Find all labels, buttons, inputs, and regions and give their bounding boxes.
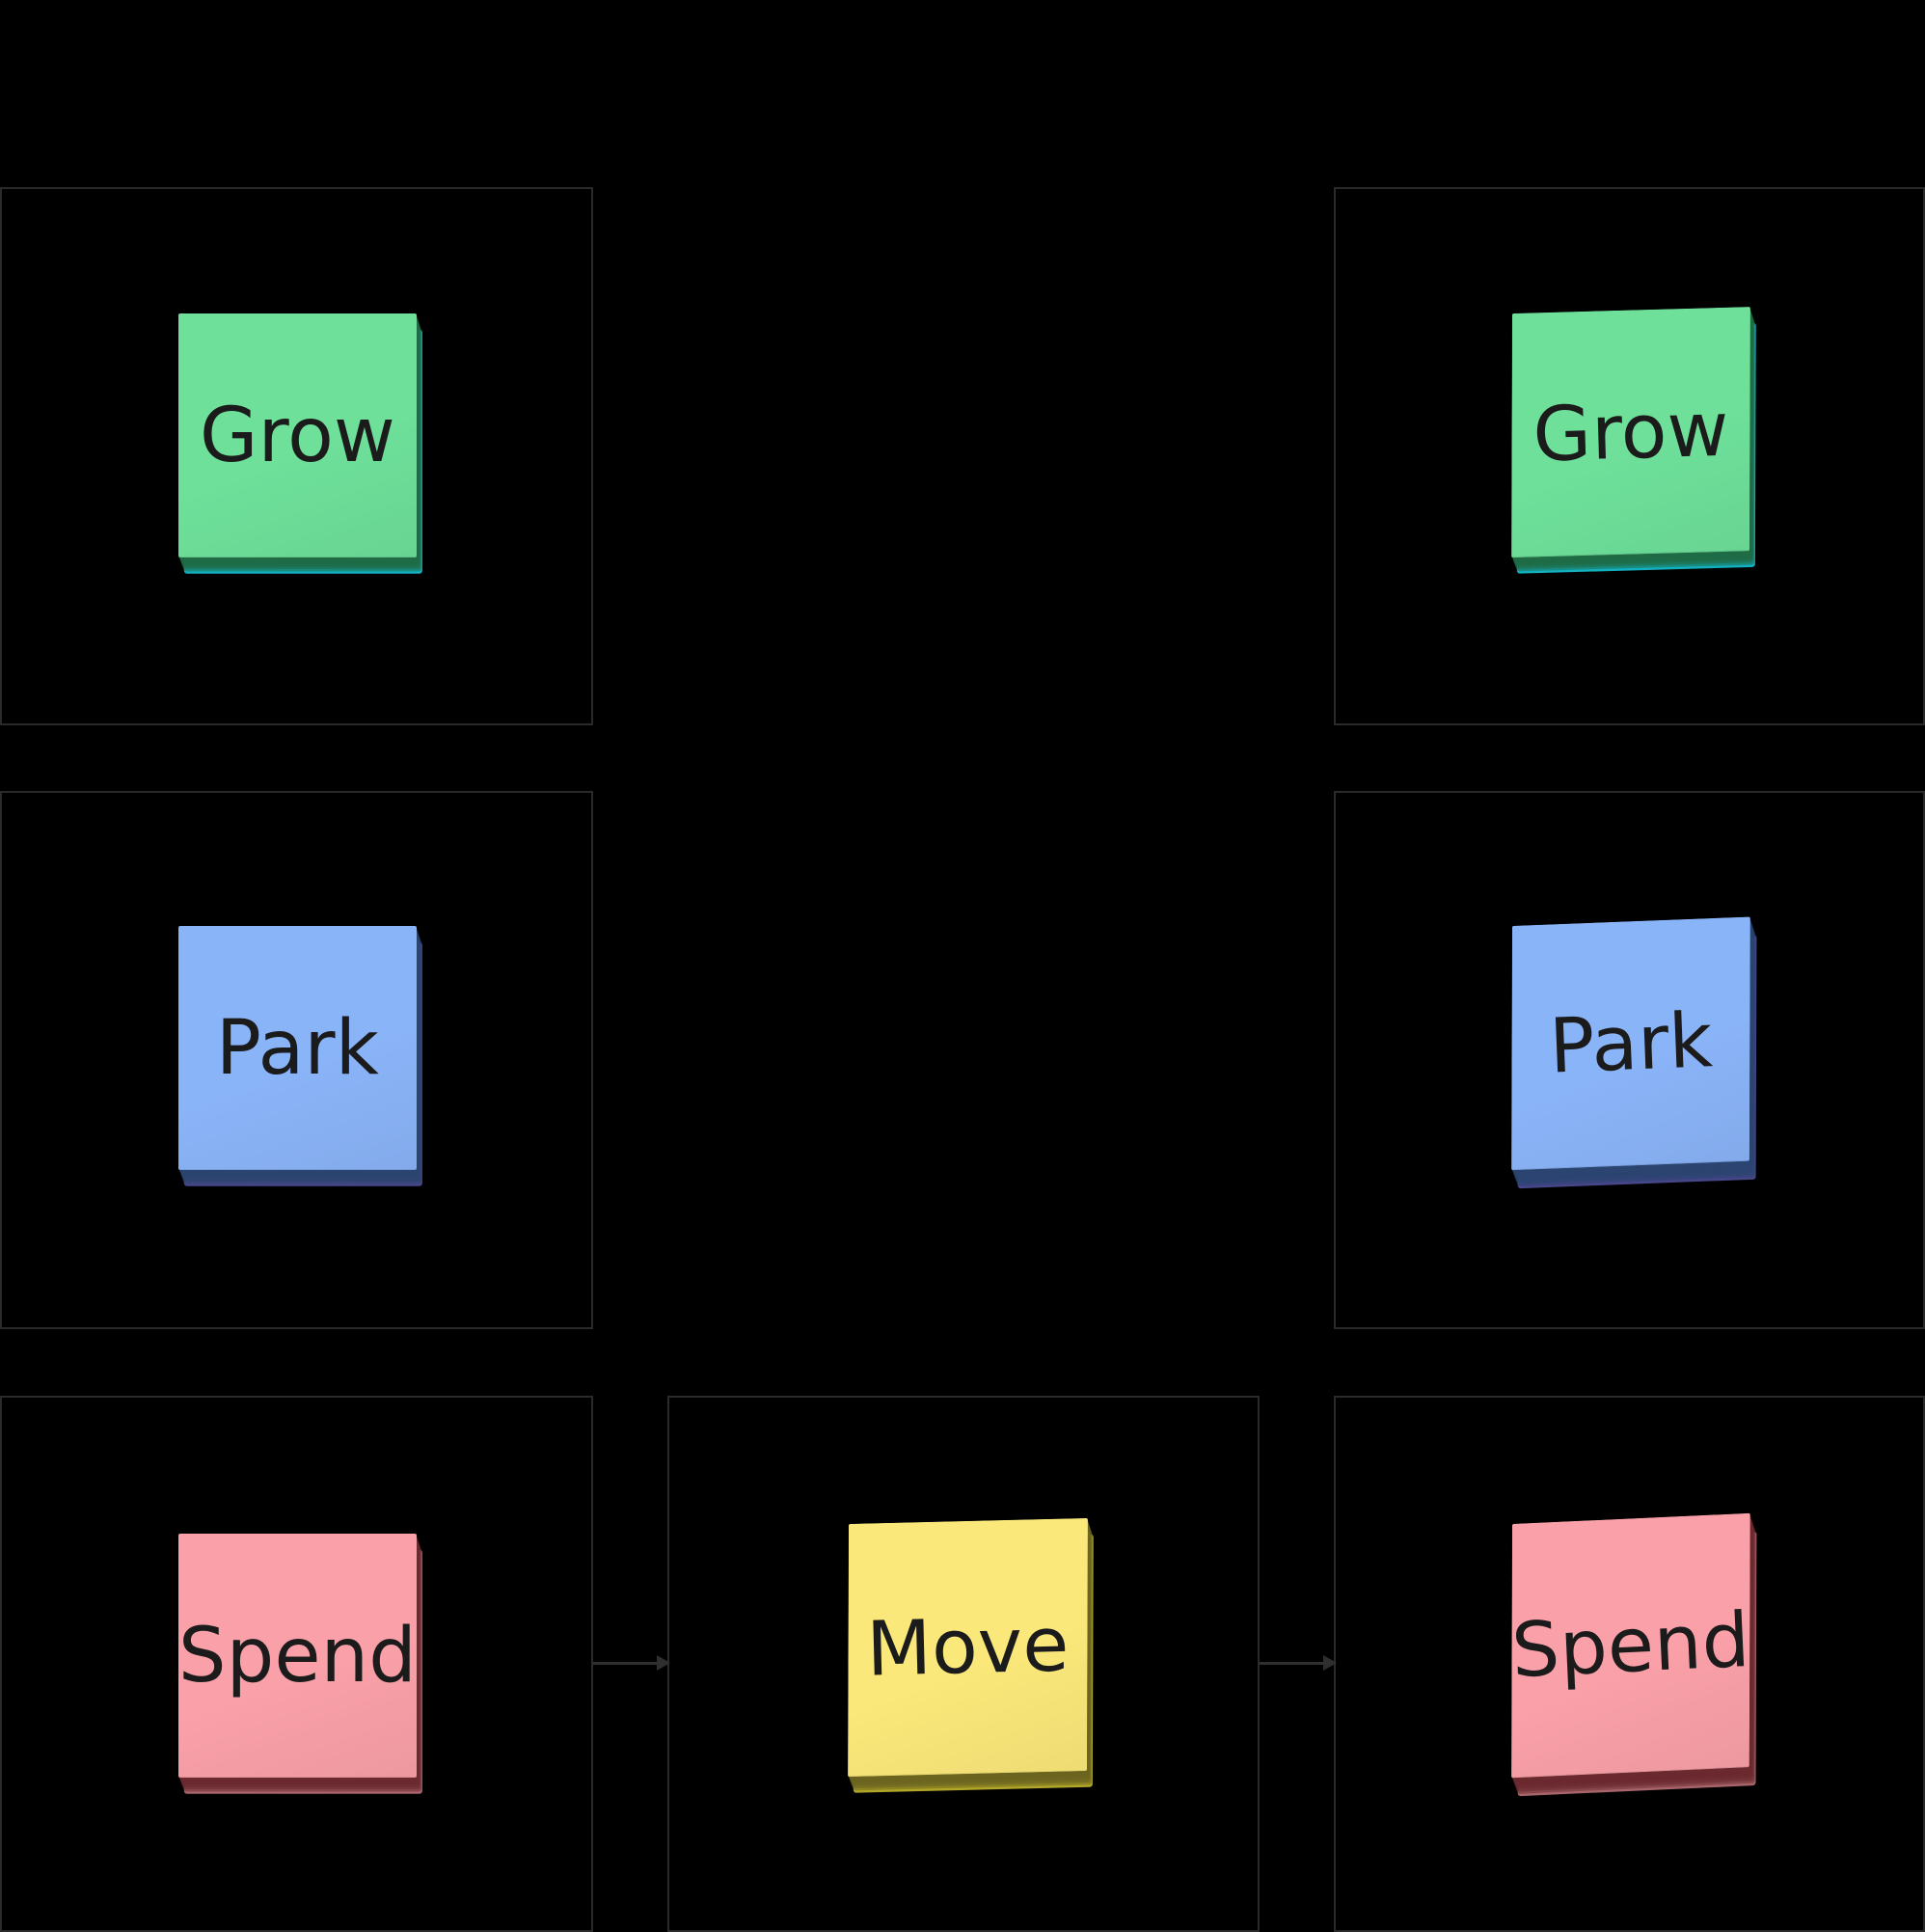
- card-stack: Grow: [1511, 307, 1756, 574]
- card-face[interactable]: Grow: [1511, 307, 1750, 558]
- card-move-center[interactable]: Move: [848, 1517, 1094, 1793]
- card-stack: Grow: [178, 313, 422, 574]
- panel-top-left: [0, 187, 593, 725]
- arrow-head-icon: [1323, 1655, 1337, 1671]
- card-label: Park: [215, 1004, 380, 1092]
- panel-top-right: [1334, 187, 1925, 725]
- card-stack: Park: [1511, 916, 1757, 1189]
- panel-middle-left: [0, 791, 593, 1329]
- arrow-head-icon: [657, 1655, 670, 1671]
- card-grow-left[interactable]: Grow: [178, 313, 422, 574]
- connector-move-to-spend: [1260, 1655, 1337, 1671]
- card-face[interactable]: Park: [1511, 916, 1750, 1171]
- card-park-right[interactable]: Park: [1511, 916, 1757, 1189]
- card-stack: Move: [848, 1517, 1094, 1793]
- panel-bottom-left: [0, 1396, 593, 1932]
- connector-spend-to-move: [593, 1655, 670, 1671]
- panel-middle-right: [1334, 791, 1925, 1329]
- card-label: Grow: [1532, 386, 1730, 478]
- card-face[interactable]: Spend: [1509, 1512, 1752, 1779]
- card-face[interactable]: Park: [178, 926, 417, 1170]
- card-spend-right[interactable]: Spend: [1509, 1512, 1757, 1797]
- card-label: Grow: [199, 392, 396, 479]
- card-stack: Spend: [1509, 1512, 1757, 1797]
- card-face[interactable]: Spend: [178, 1534, 417, 1778]
- card-face[interactable]: Grow: [178, 313, 417, 558]
- card-spend-left[interactable]: Spend: [178, 1534, 422, 1794]
- card-label: Move: [865, 1601, 1071, 1694]
- card-grow-right[interactable]: Grow: [1511, 307, 1756, 574]
- card-label: Park: [1547, 996, 1715, 1091]
- card-park-left[interactable]: Park: [178, 926, 422, 1186]
- card-label: Spend: [1509, 1596, 1752, 1695]
- card-face[interactable]: Move: [848, 1517, 1088, 1778]
- card-stack: Spend: [178, 1534, 422, 1794]
- card-label: Spend: [178, 1612, 417, 1700]
- card-stack: Park: [178, 926, 422, 1186]
